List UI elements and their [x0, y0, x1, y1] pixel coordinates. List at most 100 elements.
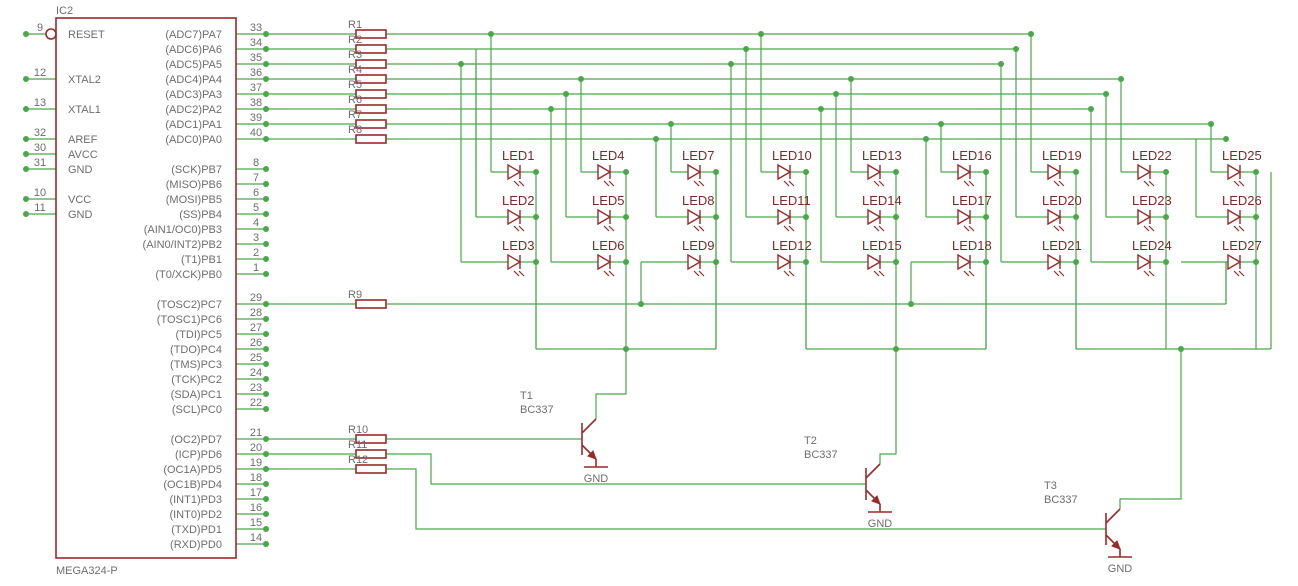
pin-number: 17	[250, 487, 262, 499]
led-label: LED6	[592, 238, 625, 253]
pin-number: 24	[250, 367, 262, 379]
led-diode	[687, 253, 702, 271]
resistor	[355, 449, 387, 459]
junction-dot	[263, 406, 269, 412]
led-arrow	[693, 180, 700, 187]
pin-number: 30	[34, 142, 46, 154]
resistor-label: R10	[348, 424, 368, 436]
pin-label: AREF	[68, 134, 98, 146]
resistor	[355, 29, 387, 39]
led-label: LED8	[682, 193, 715, 208]
gnd-label: GND	[584, 473, 609, 485]
led-label: LED9	[682, 238, 715, 253]
led-diode	[1227, 253, 1242, 271]
led-arrow	[873, 270, 880, 277]
led-diode	[867, 163, 882, 181]
pin-number: 19	[250, 457, 262, 469]
led-arrow	[963, 225, 970, 232]
resistor	[355, 134, 387, 144]
led-diode	[957, 253, 972, 271]
emitter-arrow	[1111, 540, 1121, 550]
pin-label: (ADC4)PA4	[165, 74, 222, 86]
led-label: LED7	[682, 148, 715, 163]
led-label: LED4	[592, 148, 625, 163]
transistor-name: T2	[804, 435, 817, 447]
led-diode	[1227, 208, 1242, 226]
pin-label: (SCK)PB7	[171, 164, 222, 176]
led-label: LED19	[1042, 148, 1082, 163]
led-label: LED22	[1132, 148, 1172, 163]
led-arrow	[513, 180, 520, 187]
transistor-name: T3	[1044, 480, 1057, 492]
led-arrow	[878, 270, 885, 277]
led-arrow	[788, 180, 795, 187]
pin-number: 14	[250, 532, 262, 544]
led-diode	[777, 208, 792, 226]
pin-number: 33	[250, 22, 262, 34]
led-arrow	[1233, 270, 1240, 277]
led-arrow	[873, 180, 880, 187]
led-diode	[597, 253, 612, 271]
pin-label: (TXD)PD1	[171, 524, 222, 536]
junction-dot	[1223, 136, 1229, 142]
led-arrow	[968, 180, 975, 187]
pin-label: GND	[68, 164, 93, 176]
led-arrow	[1053, 180, 1060, 187]
resistor	[355, 59, 387, 69]
led-label: LED14	[862, 193, 902, 208]
led-diode	[957, 163, 972, 181]
led-arrow	[513, 225, 520, 232]
pin-number: 26	[250, 337, 262, 349]
led-arrow	[783, 270, 790, 277]
led-diode	[1047, 253, 1062, 271]
resistor	[355, 434, 387, 444]
junction-dot	[263, 241, 269, 247]
led-diode	[687, 208, 702, 226]
resistor-label: R12	[348, 454, 368, 466]
pin-label: (MOSI)PB5	[166, 194, 222, 206]
emitter-arrow	[871, 495, 881, 505]
led-arrow	[1238, 180, 1245, 187]
led-arrow	[693, 270, 700, 277]
junction-dot	[263, 166, 269, 172]
pin-label: (SCL)PC0	[172, 404, 222, 416]
led-diode	[507, 253, 522, 271]
led-arrow	[518, 270, 525, 277]
pin-label: (INT1)PD3	[169, 494, 222, 506]
led-label: LED25	[1222, 148, 1262, 163]
led-arrow	[698, 225, 705, 232]
led-arrow	[1053, 225, 1060, 232]
led-diode	[1137, 208, 1152, 226]
pin-number: 20	[250, 442, 262, 454]
pin-number: 28	[250, 307, 262, 319]
pin-number: 15	[250, 517, 262, 529]
led-arrow	[608, 180, 615, 187]
resistor	[355, 299, 387, 309]
pin-label: (ICP)PD6	[175, 449, 222, 461]
junction-dot	[23, 196, 29, 202]
junction-dot	[263, 526, 269, 532]
transistor-collector	[865, 463, 881, 479]
pin-number: 10	[34, 187, 46, 199]
emitter-arrow	[587, 450, 597, 460]
led-arrow	[693, 225, 700, 232]
pin-label: (SDA)PC1	[171, 389, 222, 401]
ic-name: IC2	[56, 5, 73, 17]
pin-label: (T0/XCK)PB0	[155, 269, 222, 281]
led-arrow	[518, 225, 525, 232]
led-arrow	[603, 225, 610, 232]
pin-label: (AIN0/INT2)PB2	[143, 239, 222, 251]
pin-label: (ADC5)PA5	[165, 59, 222, 71]
pin-number: 6	[253, 187, 259, 199]
junction-dot	[263, 481, 269, 487]
pin-label: (AIN1/OC0)PB3	[144, 224, 222, 236]
led-arrow	[1148, 180, 1155, 187]
resistor	[355, 89, 387, 99]
junction-dot	[263, 511, 269, 517]
resistor-label: R8	[348, 124, 362, 136]
junction-dot	[263, 181, 269, 187]
pin-number: 37	[250, 82, 262, 94]
pin-label: (SS)PB4	[179, 209, 222, 221]
transistor-part: BC337	[804, 449, 838, 461]
led-arrow	[968, 225, 975, 232]
